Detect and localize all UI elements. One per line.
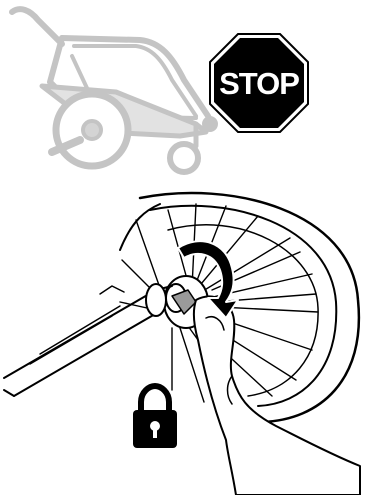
bottom-panel: [0, 190, 366, 495]
wheel-installation-illustration: [4, 193, 360, 495]
top-panel: STOP: [0, 0, 366, 190]
padlock-icon: [133, 386, 177, 448]
stop-sign-icon: STOP: [210, 34, 308, 132]
stop-sign-label: STOP: [219, 66, 299, 101]
bike-trailer-illustration: [12, 9, 215, 172]
